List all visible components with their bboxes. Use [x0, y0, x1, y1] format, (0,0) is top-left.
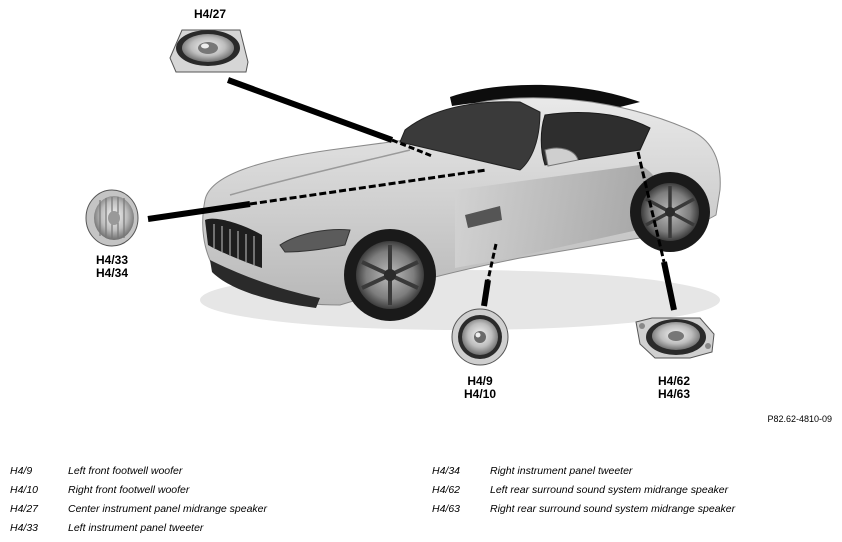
legend-description: Left rear surround sound system midrange… [490, 484, 729, 496]
legend-code: H4/62 [432, 484, 461, 496]
legend-row: H4/10 Right front footwell woofer [10, 481, 267, 500]
speaker-h4-9-10 [451, 308, 509, 366]
callout-right-label-1: H4/62 [657, 374, 691, 388]
speaker-h4-27 [169, 29, 249, 73]
legend-code: H4/27 [10, 503, 39, 515]
legend-row: H4/62 Left rear surround sound system mi… [432, 481, 735, 500]
legend-left: H4/9 Left front footwell woofer H4/10 Ri… [10, 462, 267, 538]
car-illustration [200, 84, 721, 330]
legend-code: H4/33 [10, 522, 39, 534]
callout-left-label-2: H4/34 [95, 266, 129, 280]
callout-left-label-1: H4/33 [95, 253, 129, 267]
callout-h4-27: H4/27 [180, 8, 240, 21]
legend-code: H4/10 [10, 484, 39, 496]
leader-lines [147, 77, 677, 311]
legend-code: H4/63 [432, 503, 461, 515]
legend-code: H4/9 [10, 465, 33, 477]
legend-right: H4/34 Right instrument panel tweeter H4/… [432, 462, 735, 519]
callout-h4-33-34: H4/33 H4/34 [82, 254, 142, 280]
legend-row: H4/27 Center instrument panel midrange s… [10, 500, 267, 519]
callout-h4-62-63: H4/62 H4/63 [644, 375, 704, 401]
legend-row: H4/33 Left instrument panel tweeter [10, 519, 267, 538]
legend-description: Left instrument panel tweeter [68, 522, 204, 534]
callout-center-label-2: H4/10 [463, 387, 497, 401]
legend-description: Right front footwell woofer [68, 484, 190, 496]
callout-top-label: H4/27 [193, 7, 227, 21]
speaker-h4-62-63 [635, 317, 715, 359]
figure-reference: P82.62-4810-09 [767, 414, 832, 424]
legend-description: Left front footwell woofer [68, 465, 183, 477]
legend-row: H4/63 Right rear surround sound system m… [432, 500, 735, 519]
legend-row: H4/9 Left front footwell woofer [10, 462, 267, 481]
speaker-h4-33-34 [85, 189, 139, 247]
callout-right-label-2: H4/63 [657, 387, 691, 401]
callout-h4-9-10: H4/9 H4/10 [450, 375, 510, 401]
legend-description: Center instrument panel midrange speaker [68, 503, 268, 515]
callout-center-label-1: H4/9 [467, 374, 493, 388]
legend-description: Right instrument panel tweeter [490, 465, 633, 477]
legend-code: H4/34 [432, 465, 461, 477]
legend-description: Right rear surround sound system midrang… [490, 503, 736, 515]
legend-row: H4/34 Right instrument panel tweeter [432, 462, 735, 481]
